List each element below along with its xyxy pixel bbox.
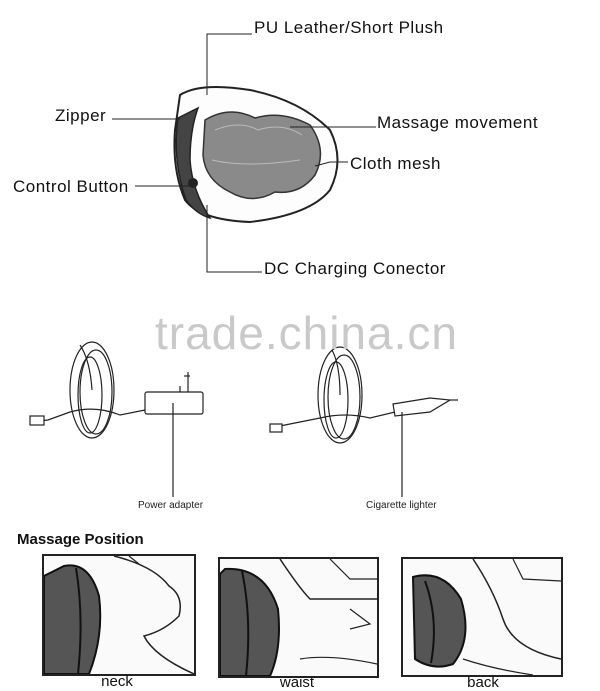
neck-illustration [44,556,194,674]
position-label-back: back [467,674,499,691]
cigarette-lighter-drawing [269,346,458,497]
power-adapter-drawing [29,341,204,497]
massage-position-title: Massage Position [17,531,144,548]
watermark: trade.china.cn [155,307,458,359]
label-zipper: Zipper [55,106,107,125]
label-dc-connector: DC Charging Conector [264,259,446,278]
massager-pillow [173,86,339,224]
position-label-neck: neck [101,673,133,690]
position-panel-back [401,557,563,677]
position-panel-waist [218,557,379,678]
caption-cigarette-lighter: Cigarette lighter [366,500,437,511]
label-pu-leather: PU Leather/Short Plush [254,18,444,37]
back-illustration [411,559,561,675]
waist-illustration [220,559,377,676]
callout-lines [112,33,376,273]
label-cloth-mesh: Cloth mesh [350,154,441,173]
position-label-waist: waist [279,674,315,691]
label-control-button: Control Button [13,177,129,196]
caption-power-adapter: Power adapter [138,500,204,511]
label-massage-movement: Massage movement [377,113,539,132]
position-panel-neck [42,554,196,676]
